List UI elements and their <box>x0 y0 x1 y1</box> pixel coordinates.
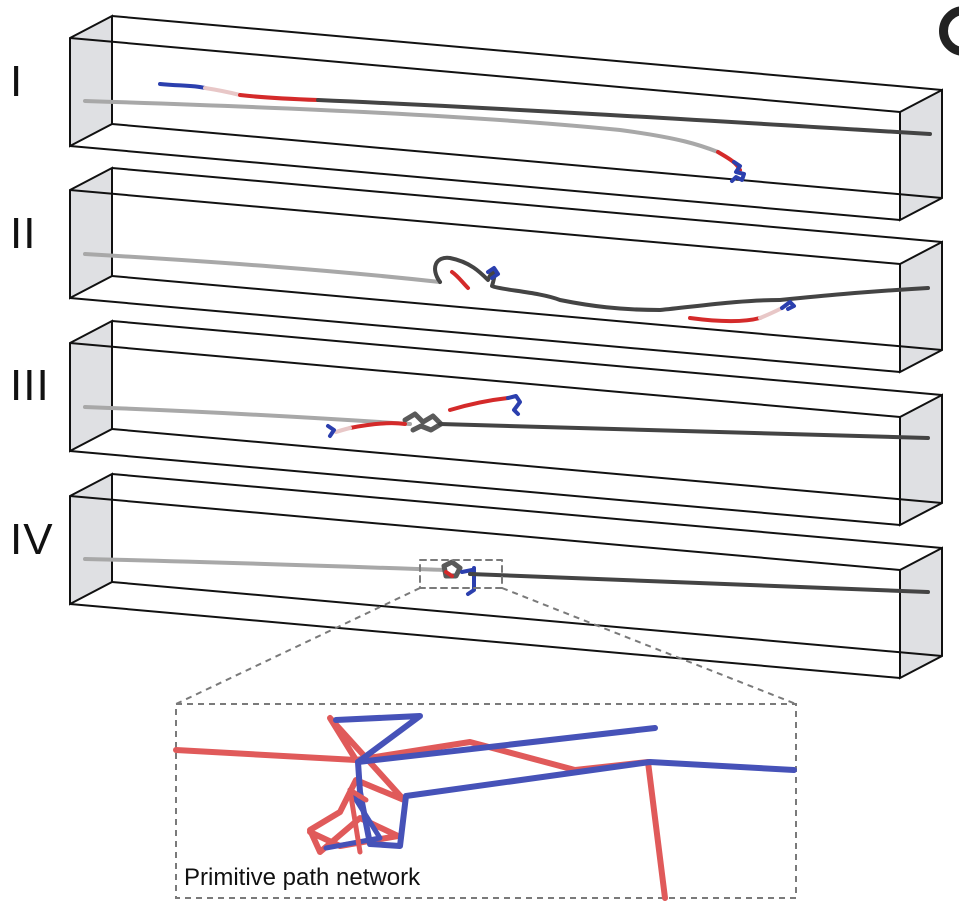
chain-segment-blue <box>460 566 476 596</box>
chain-segment-red <box>238 93 320 102</box>
zoom-connector-left <box>175 587 421 705</box>
chain-segment-red <box>450 270 470 290</box>
chain-segment-white <box>203 86 242 97</box>
primitive-path-blue <box>323 787 383 851</box>
panel-IV-label: IV <box>10 515 54 564</box>
chain-segment-dark <box>316 98 932 136</box>
chain-segment-blue <box>506 394 522 416</box>
panel-III-chain <box>83 394 930 440</box>
partial-panel-letter-mark <box>939 6 959 56</box>
chain-segment-blue <box>780 300 796 311</box>
panel-I-chain <box>83 82 932 183</box>
primitive-path-red <box>173 715 407 855</box>
panel-I-box <box>69 14 943 222</box>
chain-segment-dark <box>433 255 782 312</box>
chain-segment-dark <box>468 572 930 594</box>
primitive-path-red <box>347 787 369 855</box>
chain-segment-red <box>716 150 742 172</box>
panel-I-right-face <box>899 88 943 222</box>
chain-segment-blue <box>326 424 336 438</box>
chain-segment-light <box>83 252 442 284</box>
inset-path-network <box>173 713 797 901</box>
panel-II-left-face <box>69 166 113 300</box>
chain-segment-dark <box>441 559 463 579</box>
chain-segment-red <box>348 421 407 430</box>
inset-frame <box>175 703 797 899</box>
chain-segment-red <box>448 396 510 412</box>
panel-IV-box <box>69 472 943 680</box>
primitive-path-blue <box>333 713 658 765</box>
panel-III-label: III <box>10 361 50 410</box>
panel-II-label: II <box>10 209 37 258</box>
chain-segment-red <box>688 316 762 323</box>
chain-segment-blue <box>158 82 207 90</box>
chain-segment-light <box>83 557 446 572</box>
chain-segment-dark <box>438 422 930 440</box>
zoom-connector-right <box>501 587 797 705</box>
chain-segment-blue <box>730 160 746 183</box>
primitive-path-blue <box>355 759 797 849</box>
panel-III-right-face <box>899 393 943 527</box>
inset-caption: Primitive path network <box>184 864 421 891</box>
chain-segment-white <box>334 426 352 434</box>
panel-IV-chain <box>83 557 930 596</box>
chain-segment-dark <box>402 411 444 433</box>
chain-segment-blue <box>486 266 500 280</box>
chain-segment-white <box>758 306 784 320</box>
panel-III-left-face <box>69 319 113 453</box>
panel-IV-right-face <box>899 546 943 680</box>
chain-segment-light <box>83 99 720 154</box>
panel-II-chain <box>83 252 930 323</box>
panel-II-right-face <box>899 240 943 374</box>
chain-segment-dark <box>778 286 930 302</box>
panel-III-box <box>69 319 943 527</box>
panel-I-label: I <box>10 57 24 106</box>
chain-segment-red <box>444 570 454 578</box>
panel-I-left-face <box>69 14 113 148</box>
panel-IV-left-face <box>69 472 113 606</box>
panel-II-box <box>69 166 943 374</box>
chain-segment-light <box>83 405 412 426</box>
